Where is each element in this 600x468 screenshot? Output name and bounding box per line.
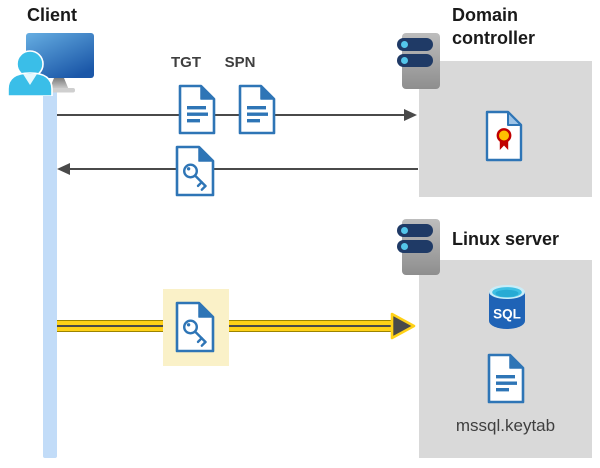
keytab-label: mssql.keytab [455, 416, 556, 435]
request-arrow-head-icon [404, 109, 417, 121]
tgt-document-icon [178, 84, 216, 135]
tgt-label: TGT [171, 54, 201, 71]
request-arrow-line [57, 114, 405, 116]
ticket-key-document-icon [175, 145, 215, 197]
domain-controller-server-icon [397, 33, 440, 89]
linux-server-title: Linux server [452, 229, 560, 249]
sql-connection-arrow-head-icon [390, 312, 416, 340]
linux-server-icon [397, 219, 440, 275]
server-drive-slot-icon [397, 54, 433, 67]
server-drive-slot-icon [397, 224, 433, 237]
server-drive-slot-icon [397, 240, 433, 253]
server-drive-slot-icon [397, 38, 433, 51]
spn-label: SPN [224, 54, 256, 71]
certificate-document-icon [485, 110, 523, 162]
sql-database-icon: SQL [489, 285, 525, 329]
client-lifeline [43, 90, 57, 458]
service-ticket-key-document-icon [175, 301, 215, 353]
response-arrow-line [69, 168, 418, 170]
client-monitor-user-icon [7, 33, 94, 96]
sql-cylinder-label: SQL [493, 307, 521, 322]
spn-document-icon [238, 84, 276, 135]
client-title: Client [27, 5, 78, 25]
keytab-document-icon [487, 353, 525, 404]
response-arrow-head-icon [57, 163, 70, 175]
domain-controller-title: Domain controller [452, 5, 536, 48]
